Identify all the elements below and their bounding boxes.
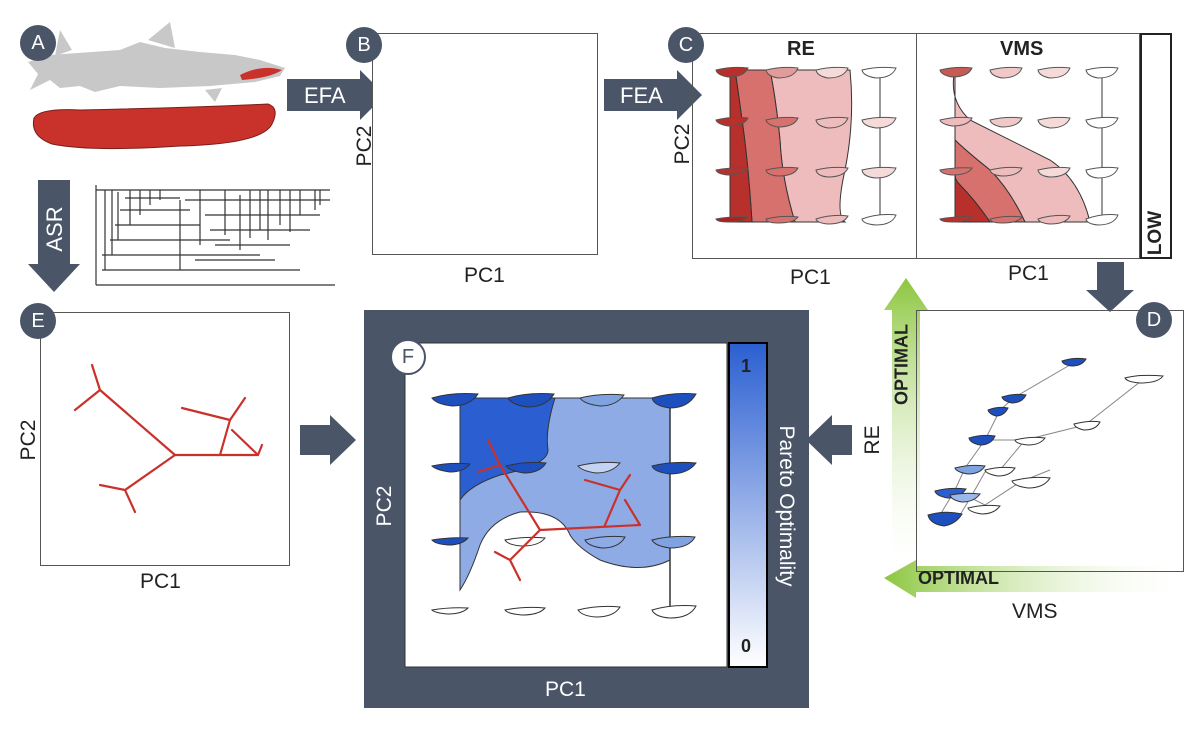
panel-c-re-title: RE	[787, 38, 815, 60]
fea-arrow	[604, 70, 702, 120]
panel-f-badge: F	[390, 339, 426, 375]
panel-c-xlabel-left: PC1	[790, 266, 831, 289]
panel-b-badge: B	[346, 27, 382, 63]
panel-e-box	[40, 312, 290, 566]
colorbar-min: 0	[741, 636, 752, 656]
colorbar-label: Pareto Optimality	[775, 425, 798, 587]
panel-d-optimal-horizontal: OPTIMAL	[918, 568, 999, 588]
panel-c-xlabel-right: PC1	[1008, 262, 1049, 285]
panel-b-ylabel: PC2	[353, 125, 376, 167]
colorbar-max: 1	[741, 356, 752, 376]
panel-d-optimal-vertical: OPTIMAL	[891, 324, 912, 405]
panel-e-tree	[73, 363, 264, 514]
efa-arrow	[287, 70, 385, 120]
asr-arrow	[28, 180, 80, 292]
panel-d-ylabel: RE	[861, 425, 884, 455]
fish-silhouette	[28, 22, 285, 102]
panel-f-xlabel: PC1	[545, 678, 586, 701]
panel-d-box	[916, 310, 1184, 572]
panel-c-re-shapes	[715, 66, 897, 226]
jaw-shape	[32, 103, 276, 150]
panel-c-low-box	[1140, 33, 1172, 259]
optimal-horizontal-arrow	[884, 560, 1180, 598]
c-to-d-arrow	[1086, 262, 1134, 312]
panel-e-xlabel: PC1	[140, 570, 181, 593]
panel-c-divider	[916, 33, 917, 259]
optimal-vertical-arrow	[884, 278, 928, 560]
panel-b-xlabel: PC1	[464, 264, 505, 287]
phylogeny-tree	[95, 185, 335, 286]
panel-c-re-regions	[729, 69, 881, 223]
panel-a-badge: A	[20, 25, 56, 61]
e-to-f-arrow	[300, 415, 356, 465]
panel-c-vms-title: VMS	[1000, 38, 1044, 60]
panel-b-box	[372, 33, 598, 255]
panel-e-ylabel: PC2	[17, 419, 40, 461]
panel-c-vms-shapes	[939, 66, 1119, 226]
fea-label: FEA	[620, 83, 663, 108]
d-to-f-arrow	[806, 415, 852, 465]
panel-c-low-label: LOW	[1145, 210, 1166, 256]
panel-c-badge: C	[668, 27, 704, 63]
panel-d-badge: D	[1136, 302, 1172, 338]
panel-c-vms-regions	[952, 69, 1103, 223]
asr-label: ASR	[42, 206, 67, 252]
panel-f-ylabel: PC2	[373, 485, 396, 527]
panel-d-points	[927, 357, 1164, 527]
panel-f-shapes	[430, 393, 697, 619]
colorbar	[728, 342, 768, 668]
panel-e-badge: E	[20, 303, 56, 339]
efa-label: EFA	[304, 83, 346, 108]
panel-d-xlabel: VMS	[1012, 600, 1058, 623]
panel-f-tree	[476, 438, 642, 582]
panel-c-ylabel: PC2	[671, 123, 694, 165]
